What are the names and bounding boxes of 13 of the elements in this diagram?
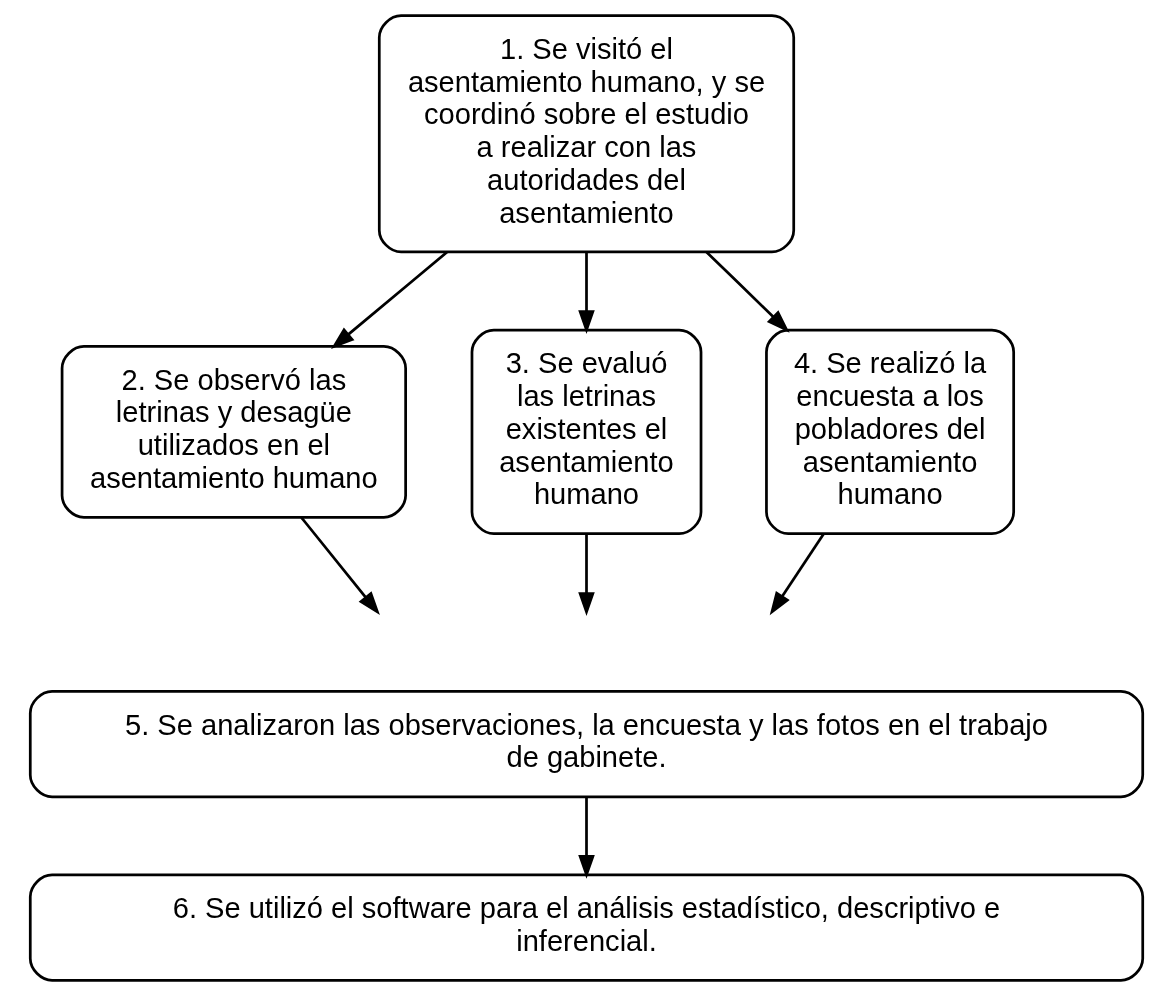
- arrow: [577, 796, 595, 879]
- arrow: [769, 533, 825, 616]
- node-box: 4. Se realizó la encuesta a los pobladores del asentamiento humano: [764, 328, 1015, 536]
- arrow: [299, 516, 380, 615]
- node-box: 2. Se observó las letrinas y desagüe utilizados en el asentamiento humano: [60, 345, 407, 519]
- node-box: 3. Se evaluó las letrinas existentes el asentamiento humano: [470, 328, 702, 536]
- arrow: [330, 250, 448, 349]
- arrow: [577, 533, 595, 616]
- arrow: [577, 252, 595, 334]
- node-box: 1. Se visitó el asentamiento humano, y se coordinó sobre el estudio a realizar con las autoridades del asentamiento: [377, 14, 795, 254]
- arrow: [705, 251, 790, 333]
- node-box: 6. Se utilizó el software para el análisis estadístico, descriptivo e inferencial.: [28, 873, 1144, 982]
- node-box: 5. Se analizaron las observaciones, la encuesta y las fotos en el trabajo de gabinete.: [28, 689, 1144, 799]
